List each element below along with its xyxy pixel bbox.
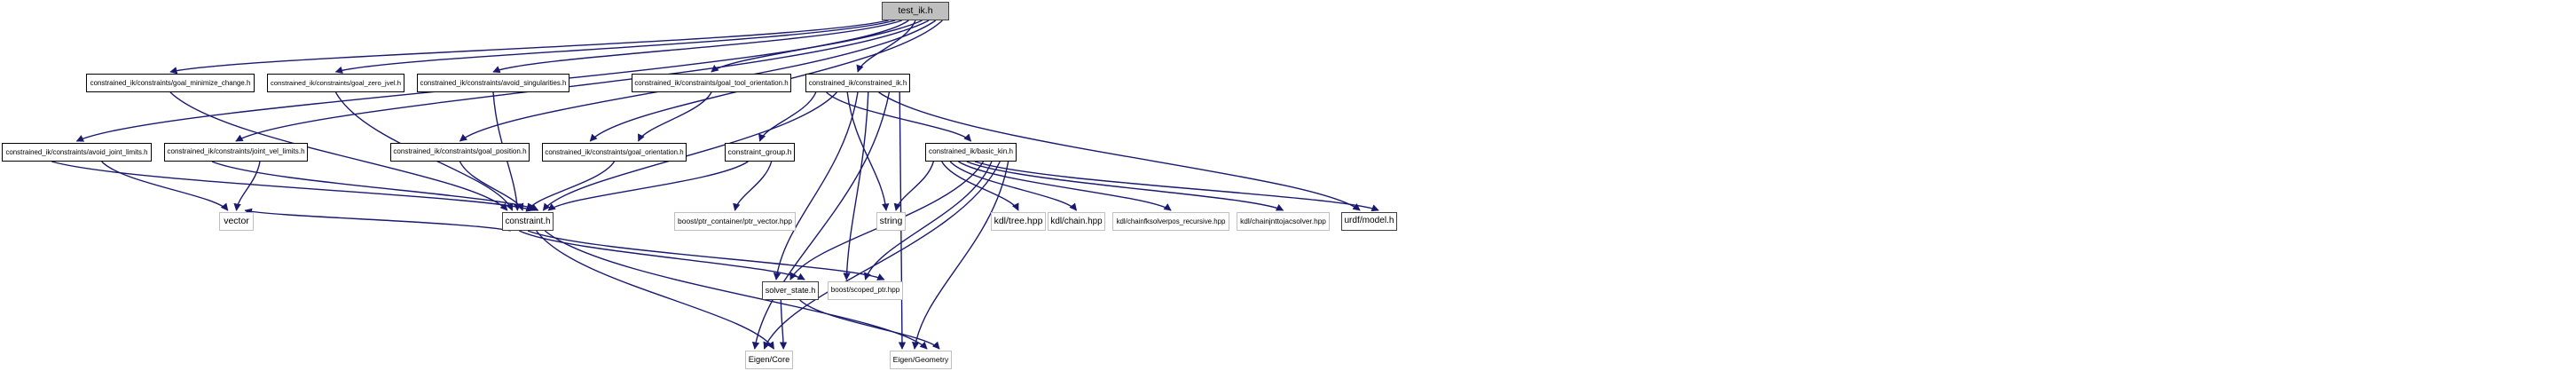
graph-node-label: solver_state.h — [765, 285, 816, 295]
graph-edge-constrained_ik-to-urdf_model — [878, 91, 1361, 211]
graph-node-constraint[interactable]: constraint.h — [502, 212, 554, 231]
graph-node-string[interactable]: string — [876, 212, 906, 231]
graph-node-label: constrained_ik/basic_kin.h — [929, 147, 1013, 156]
graph-edge-constraint_group-to-ptr_vector — [733, 161, 773, 211]
graph-node-ptr_vector[interactable]: boost/ptr_container/ptr_vector.hpp — [674, 212, 796, 231]
graph-edge-basic_kin-to-eigen_core — [763, 161, 1001, 350]
graph-edge-constraint-to-scoped_ptr — [527, 230, 885, 280]
graph-edge-constraint-to-solver_state — [519, 230, 805, 280]
graph-node-label: constrained_ik/constraints/goal_orientat… — [545, 147, 684, 156]
graph-edge-solver_state-to-eigen_core — [779, 299, 788, 350]
graph-edge-basic_kin-to-kdl_jnttojac — [966, 161, 1284, 211]
graph-node-label: constrained_ik/constraints/avoid_joint_l… — [5, 147, 148, 156]
graph-edge-goal_minimize_change-to-constraint — [169, 91, 508, 211]
graph-edge-constrained_ik-to-eigen_geometry — [898, 91, 907, 350]
graph-node-label: vector — [224, 216, 249, 227]
graph-node-goal_tool_orientation[interactable]: constrained_ik/constraints/goal_tool_ori… — [632, 74, 791, 92]
graph-edge-constrained_ik-to-constraint_group — [758, 91, 817, 142]
graph-node-scoped_ptr[interactable]: boost/scoped_ptr.hpp — [828, 281, 903, 300]
graph-node-label: constraint_group.h — [727, 147, 792, 157]
graph-node-constraint_group[interactable]: constraint_group.h — [725, 143, 795, 162]
graph-edge-solver_state-to-eigen_geometry — [799, 299, 940, 350]
graph-edge-constrained_ik-to-eigen_core — [751, 91, 891, 350]
graph-node-label: string — [879, 216, 903, 227]
graph-node-kdl_fksolver[interactable]: kdl/chainfksolverpos_recursive.hpp — [1112, 212, 1229, 231]
graph-edge-constraint-to-vector — [244, 208, 511, 232]
graph-edge-basic_kin-to-kdl_fksolver — [958, 161, 1172, 211]
graph-edge-goal_orientation-to-constraint — [527, 161, 616, 211]
graph-edge-constrained_ik-to-scoped_ptr — [843, 91, 869, 280]
graph-edge-constrained_ik-to-basic_kin — [826, 91, 972, 142]
graph-node-label: Eigen/Core — [748, 354, 790, 364]
graph-edge-test_ik-to-constrained_ik — [856, 20, 916, 73]
graph-node-goal_minimize_change[interactable]: constrained_ik/constraints/goal_minimize… — [86, 74, 255, 92]
graph-edge-constraint_group-to-constraint — [547, 161, 749, 211]
graph-edge-test_ik-to-goal_minimize_change — [169, 20, 889, 75]
graph-node-label: constrained_ik/constraints/goal_zero_jve… — [270, 78, 401, 87]
graph-node-label: test_ik.h — [898, 5, 933, 17]
graph-node-solver_state[interactable]: solver_state.h — [762, 281, 819, 300]
graph-edge-basic_kin-to-string — [893, 161, 935, 211]
graph-node-label: kdl/chainfksolverpos_recursive.hpp — [1116, 217, 1226, 225]
graph-edge-test_ik-to-goal_zero_jvel — [334, 20, 896, 74]
graph-node-eigen_core[interactable]: Eigen/Core — [745, 351, 793, 369]
graph-edge-basic_kin-to-kdl_chain — [949, 161, 1078, 211]
graph-node-goal_position[interactable]: constrained_ik/constraints/goal_position… — [390, 143, 530, 162]
graph-node-label: boost/scoped_ptr.hpp — [830, 286, 900, 295]
graph-node-avoid_singularities[interactable]: constrained_ik/constraints/avoid_singula… — [417, 74, 569, 92]
graph-node-test_ik[interactable]: test_ik.h — [882, 2, 949, 20]
graph-node-avoid_joint_limits[interactable]: constrained_ik/constraints/avoid_joint_l… — [2, 143, 152, 162]
graph-node-label: constrained_ik/constraints/avoid_singula… — [420, 78, 567, 87]
graph-node-label: constrained_ik/constraints/goal_tool_ori… — [634, 78, 789, 87]
graph-node-goal_zero_jvel[interactable]: constrained_ik/constraints/goal_zero_jve… — [267, 74, 404, 92]
graph-node-constrained_ik[interactable]: constrained_ik/constrained_ik.h — [805, 74, 910, 92]
graph-edge-avoid_joint_limits-to-vector — [101, 161, 229, 211]
graph-node-label: boost/ptr_container/ptr_vector.hpp — [678, 217, 792, 226]
graph-node-vector[interactable]: vector — [219, 212, 254, 231]
graph-edge-goal_tool_orientation-to-goal_orientation — [638, 91, 712, 142]
graph-node-label: constraint.h — [505, 216, 551, 226]
graph-node-label: kdl/chainjnttojacsolver.hpp — [1240, 217, 1326, 226]
graph-edge-constrained_ik-to-solver_state — [773, 91, 859, 280]
graph-node-kdl_chain[interactable]: kdl/chain.hpp — [1048, 212, 1105, 231]
edge-paths — [51, 20, 1379, 350]
graph-node-kdl_jnttojac[interactable]: kdl/chainjnttojacsolver.hpp — [1237, 212, 1330, 231]
graph-node-label: constrained_ik/constraints/goal_position… — [393, 147, 527, 156]
graph-edge-test_ik-to-avoid_singularities — [492, 20, 903, 74]
graph-node-label: constrained_ik/constrained_ik.h — [808, 78, 907, 87]
graph-edge-joint_vel_limits-to-vector — [233, 161, 261, 211]
graph-node-basic_kin[interactable]: constrained_ik/basic_kin.h — [925, 143, 1017, 162]
graph-edge-basic_kin-to-urdf_model — [974, 161, 1379, 212]
graph-node-label: kdl/tree.hpp — [993, 216, 1043, 227]
graph-node-label: Eigen/Geometry — [892, 355, 949, 365]
graph-node-goal_orientation[interactable]: constrained_ik/constraints/goal_orientat… — [542, 143, 687, 162]
graph-edge-constraint-to-eigen_core — [536, 230, 774, 350]
graph-node-kdl_tree[interactable]: kdl/tree.hpp — [991, 212, 1046, 231]
graph-edge-test_ik-to-joint_vel_limits — [235, 20, 930, 142]
graph-edge-joint_vel_limits-to-constraint — [211, 161, 539, 211]
graph-node-eigen_geometry[interactable]: Eigen/Geometry — [890, 351, 952, 369]
graph-node-joint_vel_limits[interactable]: constrained_ik/constraints/joint_vel_lim… — [164, 143, 308, 162]
graph-node-urdf_model[interactable]: urdf/model.h — [1341, 212, 1397, 231]
graph-node-label: kdl/chain.hpp — [1050, 216, 1103, 226]
graph-edge-basic_kin-to-eigen_geometry — [912, 161, 1009, 350]
graph-node-label: constrained_ik/constraints/goal_minimize… — [90, 78, 251, 87]
graph-node-label: constrained_ik/constraints/joint_vel_lim… — [167, 147, 305, 156]
graph-node-label: urdf/model.h — [1344, 216, 1394, 226]
graph-edge-avoid_joint_limits-to-constraint — [51, 161, 534, 212]
